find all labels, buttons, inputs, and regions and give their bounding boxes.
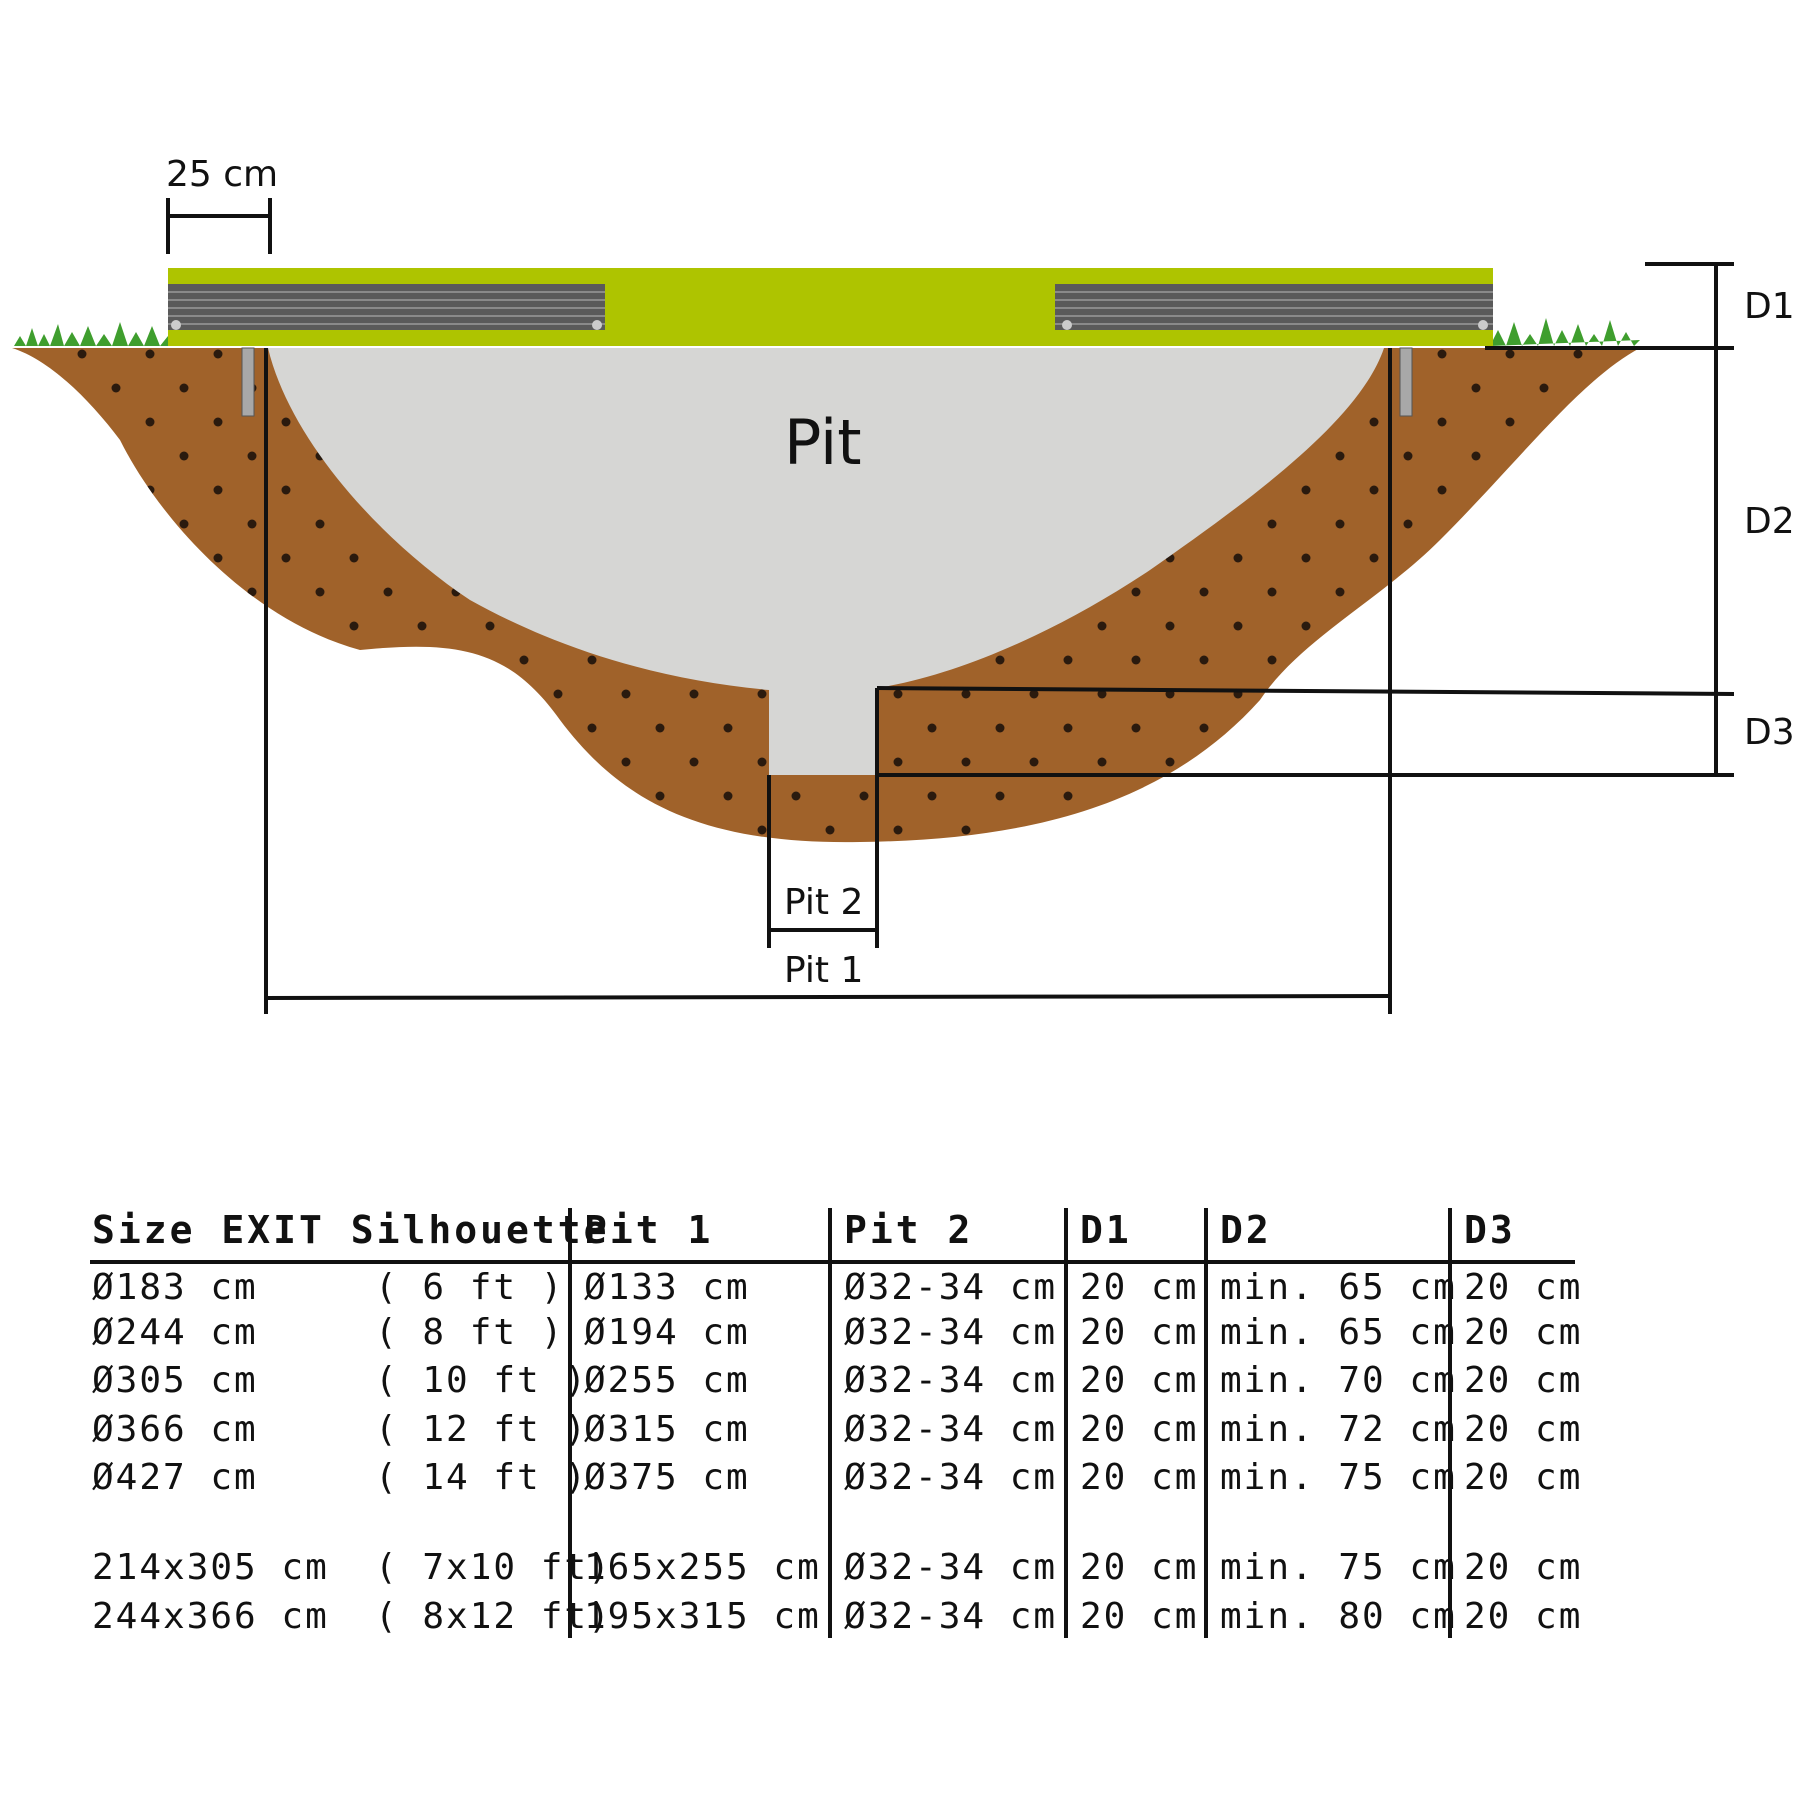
column-divider bbox=[1064, 1208, 1068, 1638]
cell-pit2: Ø32-34 cm bbox=[844, 1596, 1058, 1637]
cell-pit1: Ø194 cm bbox=[584, 1312, 750, 1353]
frame-leg-right bbox=[1399, 347, 1413, 417]
cell-d1: 20 cm bbox=[1080, 1547, 1199, 1588]
pit1-label: Pit 1 bbox=[784, 950, 863, 991]
cell-size: Ø427 cm bbox=[92, 1457, 258, 1498]
header-d2: D2 bbox=[1220, 1208, 1272, 1252]
cell-pit2: Ø32-34 cm bbox=[844, 1547, 1058, 1588]
cell-d1: 20 cm bbox=[1080, 1360, 1199, 1401]
frame-width-label: 25 cm bbox=[166, 154, 278, 195]
column-divider bbox=[1204, 1208, 1208, 1638]
cell-d2: min. 75 cm bbox=[1220, 1547, 1457, 1588]
cell-size: 214x305 cm bbox=[92, 1547, 329, 1588]
cell-d3: 20 cm bbox=[1464, 1409, 1583, 1450]
cell-d2: min. 65 cm bbox=[1220, 1312, 1457, 1353]
cell-size-ft: ( 7x10 ft) bbox=[375, 1547, 612, 1588]
pit2-dimension bbox=[767, 775, 879, 948]
cell-pit1: 195x315 cm bbox=[584, 1596, 821, 1637]
header-rule bbox=[90, 1260, 1575, 1264]
cell-size-ft: ( 8x12 ft) bbox=[375, 1596, 612, 1637]
header-size: Size EXIT Silhouette bbox=[92, 1208, 610, 1252]
springs-left bbox=[168, 284, 605, 330]
header-d3: D3 bbox=[1464, 1208, 1516, 1252]
cell-pit2: Ø32-34 cm bbox=[844, 1267, 1058, 1308]
cell-pit1: 165x255 cm bbox=[584, 1547, 821, 1588]
cell-d1: 20 cm bbox=[1080, 1267, 1199, 1308]
cell-d1: 20 cm bbox=[1080, 1409, 1199, 1450]
cell-d2: min. 75 cm bbox=[1220, 1457, 1457, 1498]
cell-size-ft: ( 12 ft ) bbox=[375, 1409, 589, 1450]
cell-pit1: Ø255 cm bbox=[584, 1360, 750, 1401]
cell-d3: 20 cm bbox=[1464, 1547, 1583, 1588]
cell-pit2: Ø32-34 cm bbox=[844, 1312, 1058, 1353]
cell-d3: 20 cm bbox=[1464, 1312, 1583, 1353]
cell-d3: 20 cm bbox=[1464, 1457, 1583, 1498]
d1-label: D1 bbox=[1744, 286, 1794, 327]
header-d1: D1 bbox=[1080, 1208, 1132, 1252]
cell-size: Ø305 cm bbox=[92, 1360, 258, 1401]
cell-pit1: Ø315 cm bbox=[584, 1409, 750, 1450]
cell-size-ft: ( 6 ft ) bbox=[375, 1267, 565, 1308]
pit-label: Pit bbox=[784, 406, 862, 479]
cell-d2: min. 80 cm bbox=[1220, 1596, 1457, 1637]
cell-d1: 20 cm bbox=[1080, 1596, 1199, 1637]
cell-pit1: Ø375 cm bbox=[584, 1457, 750, 1498]
column-divider bbox=[1448, 1208, 1452, 1638]
cell-size: Ø183 cm bbox=[92, 1267, 258, 1308]
cell-pit1: Ø133 cm bbox=[584, 1267, 750, 1308]
size-spec-table: Size EXIT Silhouette Pit 1 Pit 2 D1 D2 D… bbox=[90, 1200, 1590, 1650]
cell-size: Ø244 cm bbox=[92, 1312, 258, 1353]
frame-width-dimension bbox=[166, 198, 272, 254]
cell-size-ft: ( 14 ft ) bbox=[375, 1457, 589, 1498]
header-pit1: Pit 1 bbox=[584, 1208, 714, 1252]
depth-dimension-lines bbox=[875, 262, 1735, 777]
cell-d3: 20 cm bbox=[1464, 1360, 1583, 1401]
grass-left bbox=[14, 322, 172, 346]
pit-area bbox=[268, 348, 1384, 775]
pit1-dimension bbox=[264, 348, 1392, 1014]
cell-size: 244x366 cm bbox=[92, 1596, 329, 1637]
d2-label: D2 bbox=[1744, 501, 1794, 542]
frame-leg-left bbox=[241, 347, 255, 417]
cell-d2: min. 70 cm bbox=[1220, 1360, 1457, 1401]
cell-d2: min. 65 cm bbox=[1220, 1267, 1457, 1308]
column-divider bbox=[828, 1208, 832, 1638]
cell-d3: 20 cm bbox=[1464, 1267, 1583, 1308]
cell-size-ft: ( 8 ft ) bbox=[375, 1312, 565, 1353]
cell-size: Ø366 cm bbox=[92, 1409, 258, 1450]
cell-d1: 20 cm bbox=[1080, 1457, 1199, 1498]
column-divider bbox=[568, 1208, 572, 1638]
cell-pit2: Ø32-34 cm bbox=[844, 1457, 1058, 1498]
cell-d1: 20 cm bbox=[1080, 1312, 1199, 1353]
pit2-label: Pit 2 bbox=[784, 882, 863, 923]
header-pit2: Pit 2 bbox=[844, 1208, 974, 1252]
cell-pit2: Ø32-34 cm bbox=[844, 1360, 1058, 1401]
grass-right bbox=[1490, 318, 1640, 346]
cell-size-ft: ( 10 ft ) bbox=[375, 1360, 589, 1401]
cell-d2: min. 72 cm bbox=[1220, 1409, 1457, 1450]
trampoline-pit-diagram: 25 cm Pit Pit 1 Pit 2 D1 D2 D3 bbox=[12, 154, 1794, 1014]
springs-right bbox=[1055, 284, 1493, 330]
cell-d3: 20 cm bbox=[1464, 1596, 1583, 1637]
cell-pit2: Ø32-34 cm bbox=[844, 1409, 1058, 1450]
d3-label: D3 bbox=[1744, 712, 1794, 753]
